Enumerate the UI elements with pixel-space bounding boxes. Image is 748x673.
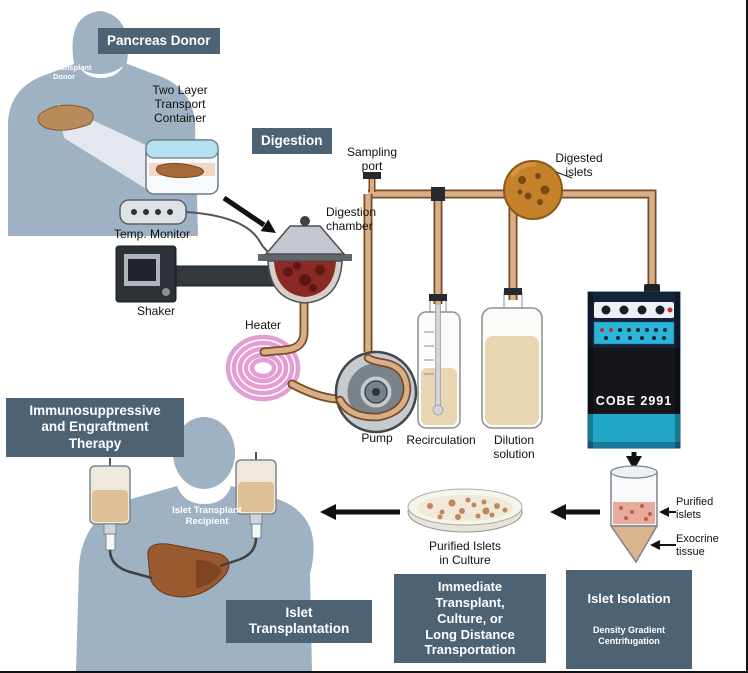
islet-isolation-box: Islet Isolation Density Gradient Centrif… bbox=[566, 570, 692, 670]
pump-graphic bbox=[334, 350, 418, 434]
shaker-device bbox=[115, 245, 285, 303]
digestion-label: Digestion bbox=[252, 128, 332, 155]
transfer-arrow bbox=[222, 195, 276, 233]
tubing bbox=[259, 295, 343, 404]
donor-body-label: Islet Transplant Donor bbox=[36, 63, 92, 81]
purified-islets-culture-label: Purified Islets in Culture bbox=[428, 539, 502, 567]
recirculation-bottle bbox=[417, 297, 461, 429]
cobe-machine-label: COBE 2991 bbox=[595, 394, 673, 408]
shaker-arm bbox=[171, 265, 285, 287]
temp-monitor-device bbox=[119, 199, 275, 257]
temp-monitor-label: Temp. Monitor bbox=[113, 227, 191, 241]
dilution-bottle bbox=[481, 291, 543, 429]
petri-dish bbox=[407, 488, 523, 533]
transport-container-graphic bbox=[145, 139, 219, 195]
conical-tube bbox=[609, 465, 676, 564]
dilution-solution-label: Dilution solution bbox=[493, 433, 535, 461]
tubing-main bbox=[363, 172, 657, 352]
exocrine-tissue-label: Exocrine tissue bbox=[676, 533, 719, 558]
immunosuppressive-box: Immunosuppressive and Engraftment Therap… bbox=[6, 398, 184, 458]
two-layer-container-label: Two Layer Transport Container bbox=[152, 83, 208, 125]
culture-arrow bbox=[550, 504, 600, 520]
pump-label: Pump bbox=[361, 431, 393, 445]
pancreas-donor-label: Pancreas Donor bbox=[98, 28, 220, 55]
recipient-body-label: Islet Transplant Recipient bbox=[172, 505, 242, 527]
digestion-chamber-graphic bbox=[258, 216, 352, 304]
transplant-arrow bbox=[320, 504, 400, 520]
immediate-transplant-box: Immediate Transplant, Culture, or Long D… bbox=[394, 574, 546, 664]
iv-bag-right bbox=[219, 452, 277, 568]
shaker-label: Shaker bbox=[136, 304, 176, 318]
digested-islets-ball bbox=[503, 160, 573, 220]
purified-islets-label: Purified islets bbox=[676, 496, 714, 521]
recirculation-label: Recirculation bbox=[406, 433, 476, 447]
cobe-machine bbox=[587, 284, 681, 449]
heater-label: Heater bbox=[244, 318, 282, 332]
digested-islets-label: Digested islets bbox=[555, 151, 603, 179]
pancreas-graphic bbox=[37, 104, 94, 131]
iv-bag-left bbox=[89, 458, 153, 580]
islet-transplantation-box: Islet Transplantation bbox=[226, 600, 372, 643]
islet-isolation-title: Islet Isolation bbox=[587, 591, 671, 607]
islet-isolation-subtitle: Density Gradient Centrifugation bbox=[592, 625, 666, 647]
digestion-chamber-label: Digestion chamber bbox=[326, 205, 377, 233]
sampling-port-label: Sampling port bbox=[346, 145, 398, 173]
down-arrow bbox=[626, 452, 642, 470]
